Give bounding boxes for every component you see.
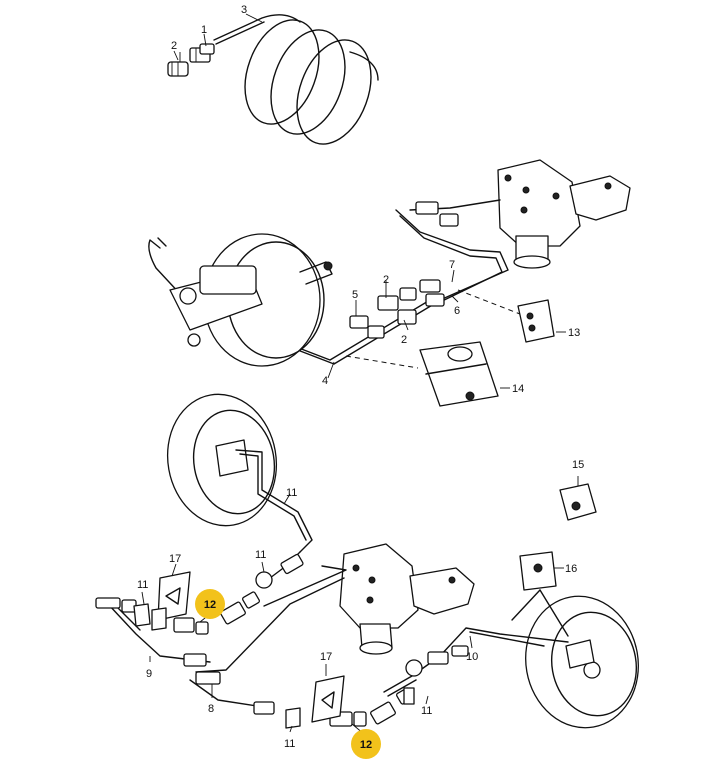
callout-17-right: 17 [320, 651, 332, 663]
callout-11-upper: 11 [286, 487, 297, 499]
callout-1: 1 [201, 24, 207, 36]
callout-11-mid: 11 [255, 549, 266, 561]
callout-15: 15 [572, 459, 584, 471]
callout-11-bottom: 11 [284, 738, 295, 750]
callout-6: 6 [454, 305, 460, 317]
part-11-clips [133, 571, 423, 729]
callout-10: 10 [466, 651, 478, 663]
brake-servo-and-master-cylinder [169, 233, 333, 367]
part-2-union-nut-top [167, 61, 189, 77]
part-14-bracket [419, 341, 499, 407]
highlight-label: 12 [360, 739, 372, 751]
part-3-coiled-brake-line [213, 14, 379, 145]
callout-2-right: 2 [383, 274, 389, 286]
callout-14: 14 [512, 383, 524, 395]
callout-3: 3 [241, 4, 247, 16]
left-rear-brake-drum [166, 393, 278, 527]
callout-9: 9 [146, 668, 152, 680]
callout-2-top: 2 [171, 40, 177, 52]
brake-pressure-regulator-lower [339, 543, 475, 655]
highlighted-callout-12-left[interactable]: 12 [195, 589, 225, 619]
highlight-circle [195, 589, 225, 619]
callout-11-right: 11 [421, 705, 432, 717]
brake-pressure-regulator-top [497, 159, 631, 269]
highlighted-callout-12-bottom[interactable]: 12 [351, 729, 381, 759]
callout-16: 16 [565, 563, 577, 575]
callout-7: 7 [449, 259, 455, 271]
highlight-label: 12 [204, 599, 216, 611]
callout-13: 13 [568, 327, 580, 339]
part-16-bracket [519, 551, 557, 591]
part-13-clip [517, 299, 555, 343]
part-15-bracket [559, 483, 597, 521]
callout-8: 8 [208, 703, 214, 715]
fittings-upper-row [349, 201, 459, 339]
callout-5: 5 [352, 289, 358, 301]
callout-2-lower: 2 [401, 334, 407, 346]
part-1-threaded-fitting-top [189, 43, 215, 63]
callout-4: 4 [322, 375, 328, 387]
right-rear-brake-drum [525, 595, 639, 729]
callout-11-left: 11 [137, 579, 148, 591]
callout-17-left: 17 [169, 553, 181, 565]
highlight-circle [351, 729, 381, 759]
part-17-bracket-right [311, 675, 345, 723]
